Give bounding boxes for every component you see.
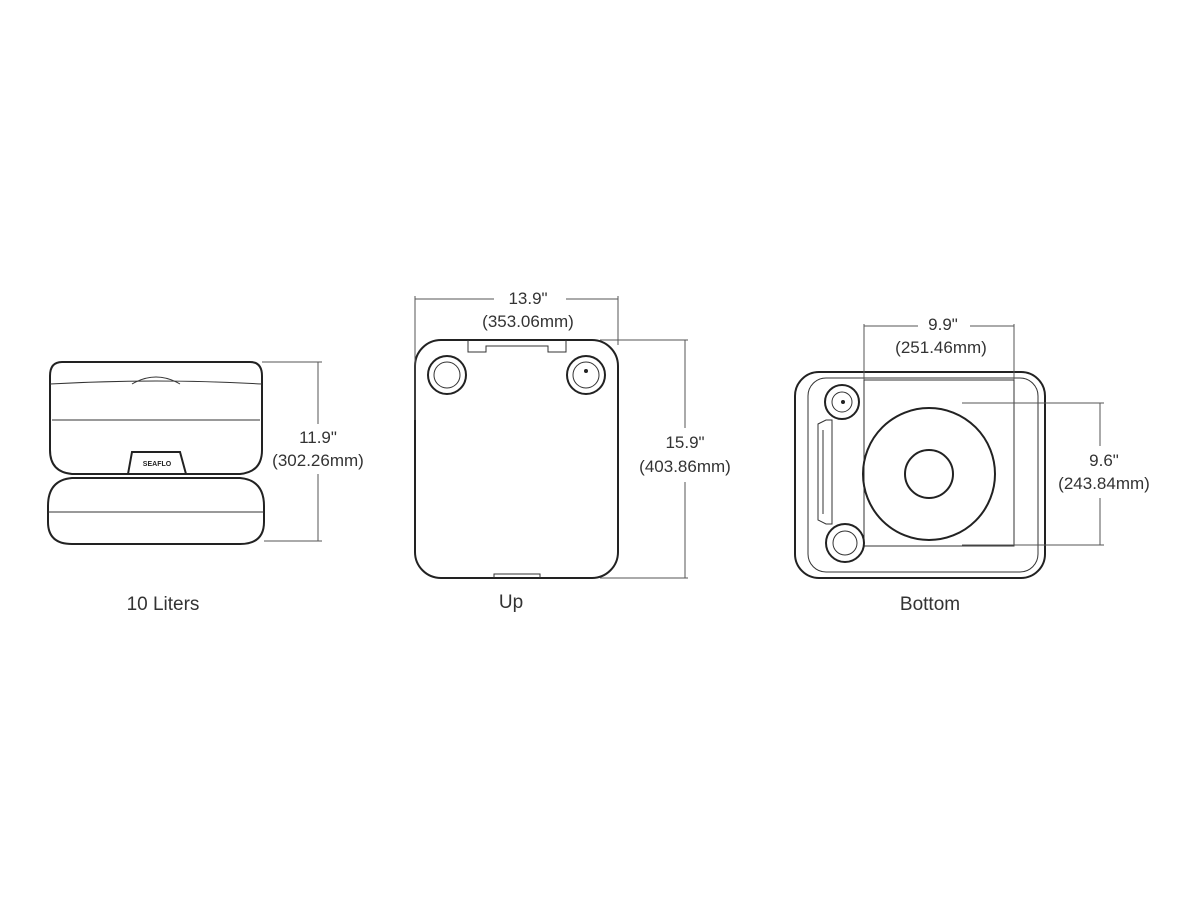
top-view-body: [414, 339, 619, 579]
bottom-view-top-cap-dot: [841, 400, 845, 404]
top-view-width-mm: (353.06mm): [482, 312, 574, 331]
top-view-depth-mm: (403.86mm): [639, 457, 731, 476]
top-view-top-notch: [467, 340, 567, 353]
bottom-view: 9.9" (251.46mm) 9.6" (243.84mm) Bottom: [794, 315, 1150, 615]
side-view-brand-plate: [127, 451, 187, 475]
bottom-view-width-mm: (251.46mm): [895, 338, 987, 357]
top-view-width-inches: 13.9": [508, 289, 547, 308]
bottom-view-height-mm: (243.84mm): [1058, 474, 1150, 493]
top-view-right-cap-dot: [584, 369, 588, 373]
bottom-view-inner-rim: [807, 377, 1039, 573]
bottom-view-panel: [863, 379, 1015, 547]
top-view-right-cap-inner: [572, 361, 600, 389]
bottom-view-body: [794, 371, 1046, 579]
bottom-view-width-inches: 9.9": [928, 315, 958, 334]
top-view-right-cap-outer: [566, 355, 606, 395]
side-view-brand-logo: SEAFLO: [143, 461, 172, 468]
side-view-lid-line: [49, 380, 263, 385]
bottom-view-bottom-cap-inner: [832, 530, 858, 556]
top-view: 13.9" (353.06mm) 15.9" (403.86mm) Up: [414, 289, 731, 613]
side-view-lower-tank: [47, 477, 265, 545]
bottom-view-top-cap-inner: [831, 391, 853, 413]
side-view-height-inches: 11.9": [299, 428, 337, 447]
bottom-view-caption: Bottom: [900, 594, 960, 615]
bottom-view-height-inches: 9.6": [1089, 451, 1119, 470]
bottom-view-large-disk: [862, 407, 996, 541]
side-view-handle: [131, 376, 181, 385]
top-view-left-cap-outer: [427, 355, 467, 395]
bottom-view-top-cap-outer: [824, 384, 860, 420]
bottom-view-bottom-cap-outer: [825, 523, 865, 563]
side-view-caption: 10 Liters: [127, 594, 200, 615]
side-view-upper-tank: [49, 361, 263, 475]
bottom-view-hinge: [817, 419, 833, 525]
top-view-left-cap-inner: [433, 361, 461, 389]
top-view-bottom-notch: [493, 573, 541, 578]
top-view-caption: Up: [499, 592, 523, 613]
side-view: SEAFLO 11.9" (302.26mm) 10 Liters: [47, 361, 364, 615]
bottom-view-center-hole: [904, 449, 954, 499]
side-view-height-mm: (302.26mm): [272, 451, 364, 470]
top-view-depth-inches: 15.9": [665, 433, 704, 452]
